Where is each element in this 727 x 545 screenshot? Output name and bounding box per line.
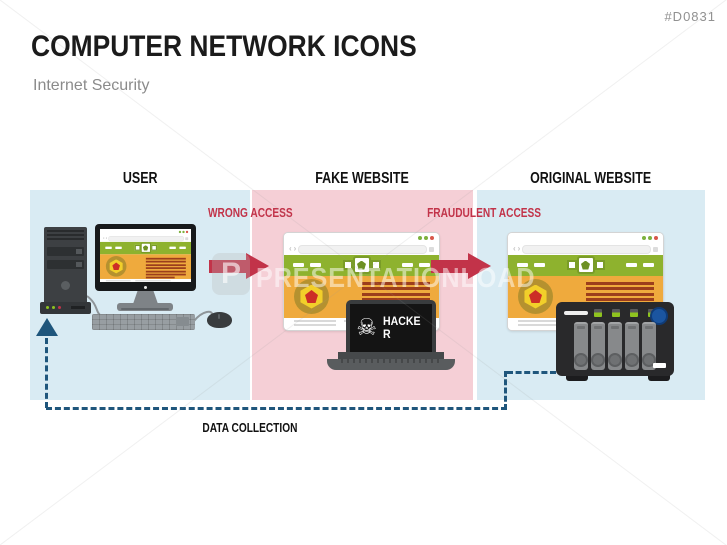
hacker-laptop-icon: ☠ HACKE R bbox=[346, 300, 436, 352]
section-label-fake-website: FAKE WEBSITE bbox=[315, 170, 410, 187]
site-navband bbox=[100, 241, 191, 255]
data-collection-line bbox=[507, 371, 556, 374]
nas-drive-bay bbox=[642, 322, 656, 370]
window-dots-icon bbox=[178, 230, 189, 234]
window-dots-icon bbox=[642, 236, 658, 240]
monitor-stand-neck bbox=[133, 291, 158, 304]
monitor-screen: ‹ › bbox=[100, 229, 191, 282]
tower-base bbox=[40, 302, 91, 314]
slide-code: #D0831 bbox=[664, 9, 716, 24]
nas-led-icon bbox=[612, 309, 620, 317]
window-dots-icon bbox=[418, 236, 434, 240]
nas-power-button bbox=[650, 307, 668, 325]
monitor-stand-base bbox=[117, 303, 173, 311]
data-collection-line bbox=[46, 407, 507, 410]
data-collection-label: DATA COLLECTION bbox=[202, 420, 298, 435]
back-icon: ‹ bbox=[513, 244, 516, 253]
browser-window-monitor: ‹ › bbox=[100, 229, 191, 282]
arrow-right-icon bbox=[431, 253, 491, 280]
hacker-laptop-screen: ☠ HACKE R bbox=[350, 304, 432, 352]
flow-label-fraudulent-access: FRAUDULENT ACCESS bbox=[427, 205, 542, 220]
page-subtitle: Internet Security bbox=[33, 77, 150, 94]
tower-drive-bay bbox=[47, 260, 84, 269]
shield-medal-icon bbox=[294, 279, 329, 314]
site-hero bbox=[100, 254, 191, 279]
hacker-label: HACKE R bbox=[382, 314, 421, 341]
page-title-text: COMPUTER NETWORK ICONS bbox=[31, 30, 417, 63]
url-field bbox=[522, 244, 651, 254]
nas-drive-bay bbox=[591, 322, 605, 370]
nas-foot bbox=[566, 375, 588, 381]
nas-led-icon bbox=[630, 309, 638, 317]
award-ribbon-icon bbox=[133, 242, 158, 254]
award-ribbon-icon bbox=[341, 256, 383, 275]
arrow-right-icon bbox=[209, 253, 269, 280]
back-icon: ‹ bbox=[102, 235, 105, 241]
nas-logo bbox=[564, 311, 588, 315]
browser-addressbar: ‹ › bbox=[284, 243, 439, 255]
browser-addressbar: ‹ › bbox=[100, 235, 191, 242]
monitor-logo-dot bbox=[144, 286, 147, 289]
laptop-hinge bbox=[338, 352, 444, 359]
forward-icon: › bbox=[105, 235, 108, 241]
site-footer bbox=[100, 278, 191, 282]
monitor-icon: ‹ › bbox=[95, 224, 196, 291]
forward-icon: › bbox=[517, 244, 521, 253]
shield-medal-icon bbox=[518, 279, 553, 314]
menu-icon bbox=[653, 246, 658, 252]
site-navband bbox=[284, 255, 439, 276]
tower-drive-bay bbox=[47, 247, 84, 256]
menu-icon bbox=[185, 236, 189, 240]
data-collection-line bbox=[504, 371, 507, 410]
nas-drive-bays bbox=[574, 322, 656, 370]
nas-drive-bay bbox=[608, 322, 622, 370]
site-navband bbox=[508, 255, 663, 276]
desktop-tower-icon bbox=[44, 227, 87, 305]
page-title: COMPUTER NETWORK ICONS bbox=[31, 30, 469, 64]
watermark-logo: P bbox=[212, 253, 250, 295]
tower-power-button bbox=[61, 281, 70, 290]
url-field bbox=[298, 244, 427, 254]
menu-icon bbox=[429, 246, 434, 252]
nas-status-light bbox=[653, 363, 666, 368]
back-icon: ‹ bbox=[289, 244, 292, 253]
browser-titlebar bbox=[284, 233, 439, 243]
nas-led-icon bbox=[594, 309, 602, 317]
shield-medal-icon bbox=[105, 256, 127, 277]
browser-window-original-website: ‹ › bbox=[507, 232, 664, 331]
forward-icon: › bbox=[293, 244, 297, 253]
skull-crossbones-icon: ☠ bbox=[356, 314, 377, 341]
nas-drive-bay bbox=[574, 322, 588, 370]
url-field bbox=[108, 235, 185, 242]
laptop-base bbox=[327, 359, 455, 370]
nas-foot bbox=[648, 375, 670, 381]
mouse-icon bbox=[207, 312, 232, 328]
flow-label-wrong-access: WRONG ACCESS bbox=[207, 205, 293, 220]
browser-addressbar: ‹ › bbox=[508, 243, 663, 255]
arrow-up-icon bbox=[36, 318, 58, 336]
nas-server-icon bbox=[556, 302, 674, 376]
tower-vents bbox=[47, 230, 84, 242]
keyboard-icon bbox=[92, 314, 195, 330]
award-ribbon-icon bbox=[565, 256, 607, 275]
watermark-text: PRESENTATIONLOAD bbox=[256, 262, 536, 293]
data-collection-line bbox=[45, 338, 48, 408]
section-label-original-website: ORIGINAL WEBSITE bbox=[530, 170, 652, 187]
browser-titlebar bbox=[508, 233, 663, 243]
section-label-user: USER bbox=[122, 170, 158, 187]
text-lines bbox=[145, 257, 186, 280]
browser-titlebar bbox=[100, 229, 191, 235]
nas-drive-bay bbox=[625, 322, 639, 370]
